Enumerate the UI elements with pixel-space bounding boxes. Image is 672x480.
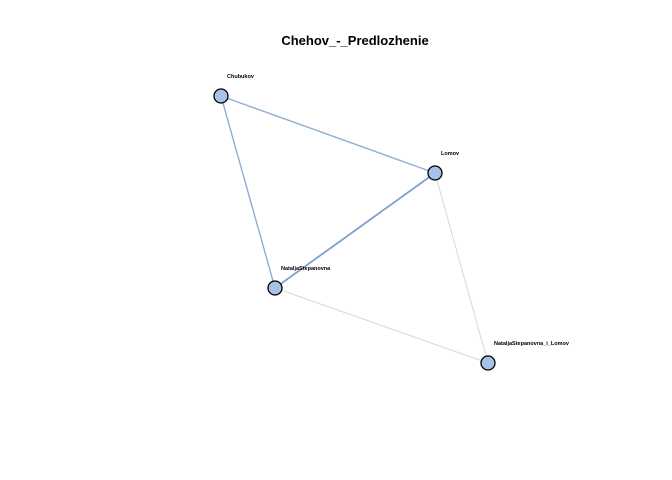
node-label-natalja_lomov: NataljaStepanovna_i_Lomov [494,341,570,347]
edge-lomov-natalja [274,172,436,289]
node-label-natalja: NataljaStepanovna [281,266,331,272]
nodes-layer: ChubukovLomovNataljaStepanovnaNataljaSte… [213,74,570,371]
node-lomov[interactable] [427,165,443,181]
edge-chubukov-natalja [220,95,276,289]
edges-layer [220,95,489,364]
node-natalja[interactable] [267,280,283,296]
edge-chubukov-lomov [220,95,436,174]
edge-lomov-natalja_lomov [434,172,489,364]
node-label-chubukov: Chubukov [227,74,255,80]
graph-title: Chehov_-_Predlozhenie [281,33,428,48]
edge-natalja-natalja_lomov [274,287,489,364]
node-natalja_lomov[interactable] [480,355,496,371]
node-chubukov[interactable] [213,88,229,104]
node-label-lomov: Lomov [441,151,460,157]
